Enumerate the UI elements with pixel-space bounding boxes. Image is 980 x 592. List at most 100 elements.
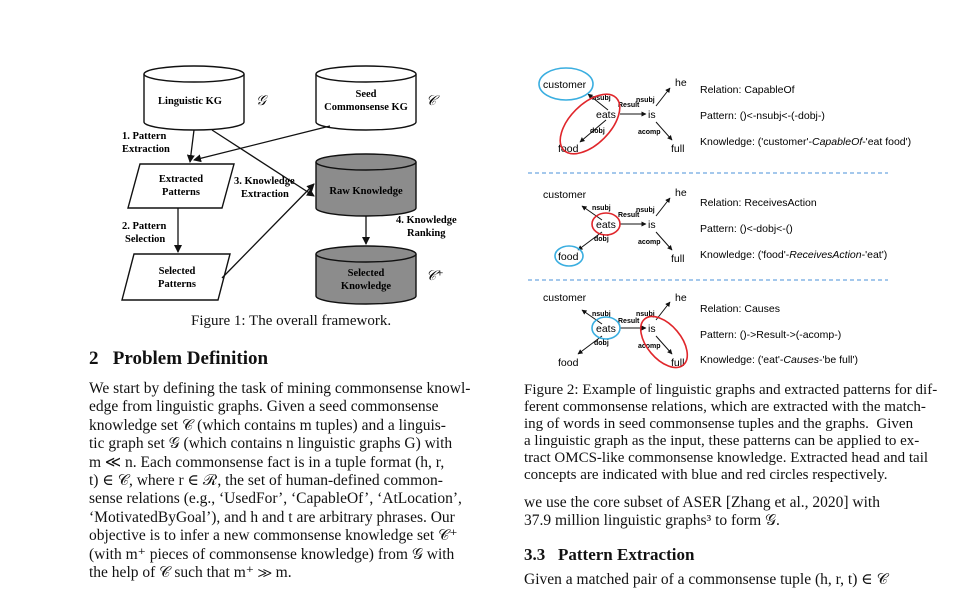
section2-line: We start by defining the task of mining … bbox=[89, 380, 471, 397]
linguistic-kg-symbol: 𝒢 bbox=[256, 94, 268, 109]
edge-label-nsubj: nsubj bbox=[636, 311, 655, 318]
seed-kg-symbol: 𝒞 bbox=[426, 94, 440, 109]
selected-knowledge-label-1: Selected bbox=[348, 268, 385, 279]
word-eats: eats bbox=[596, 219, 616, 231]
edge-is-full bbox=[655, 231, 673, 251]
selected-patterns-label-2: Patterns bbox=[158, 279, 196, 290]
edge-label-result: Result bbox=[618, 212, 640, 219]
seed-kg-label-1: Seed bbox=[356, 89, 377, 100]
section2-line: edge from linguistic graphs. Given a see… bbox=[89, 398, 439, 416]
raw-knowledge-cylinder bbox=[315, 153, 417, 217]
edge-is-he bbox=[655, 197, 671, 217]
edge-label-nsubj: nsubj bbox=[592, 311, 611, 318]
pattern-label: Pattern: ()<-nsubj<-(-dobj-) bbox=[700, 110, 825, 122]
edge-eats-food bbox=[577, 335, 603, 355]
knowledge-label: Knowledge: ('eat'-Causes-'be full') bbox=[700, 354, 858, 366]
edge-label-nsubj: nsubj bbox=[592, 205, 611, 212]
arrow-selected-to-raw bbox=[221, 183, 315, 279]
figure2-caption-line: a linguistic graph as the input, these p… bbox=[524, 433, 920, 449]
step1-label-2: Extraction bbox=[122, 144, 170, 155]
word-he: he bbox=[675, 292, 687, 304]
section-heading-problem-definition: 2 Problem Definition bbox=[89, 348, 269, 369]
figure2-caption-line: tract OMCS-like commonsense knowledge. E… bbox=[524, 450, 929, 466]
section2-line: t) ∈ 𝒞, where r ∈ ℛ, the set of human-de… bbox=[89, 472, 443, 490]
word-customer: customer bbox=[543, 189, 587, 201]
selected-knowledge-label-2: Knowledge bbox=[341, 281, 392, 292]
edge-label-dobj: dobj bbox=[594, 236, 609, 243]
tail-circle bbox=[559, 93, 621, 155]
word-is: is bbox=[648, 219, 656, 231]
edge-label-acomp: acomp bbox=[638, 239, 661, 246]
section2-line: (with m⁺ pieces of commonsense knowledge… bbox=[89, 545, 455, 563]
word-customer: customer bbox=[543, 79, 587, 91]
extracted-patterns-box bbox=[127, 163, 235, 209]
selected-patterns-box bbox=[121, 253, 231, 301]
head-circle bbox=[591, 316, 621, 340]
edge-eats-food bbox=[577, 231, 603, 251]
word-full: full bbox=[671, 143, 684, 155]
figure2-caption-line: ing of words in seed commonsense tuples … bbox=[524, 416, 914, 432]
step3-label-1: 3. Knowledge bbox=[234, 176, 295, 187]
head-circle bbox=[554, 245, 584, 267]
seed-kg-cylinder bbox=[315, 65, 417, 131]
step1-label-1: 1. Pattern bbox=[122, 131, 166, 142]
word-is: is bbox=[648, 109, 656, 121]
extracted-patterns-label-1: Extracted bbox=[159, 174, 203, 185]
figure2-caption-line: Figure 2: Example of linguistic graphs a… bbox=[524, 382, 938, 398]
figure2-caption-line: ferent commonsense relations, which are … bbox=[524, 399, 926, 415]
knowledge-label: Knowledge: ('food'-ReceivesAction-'eat') bbox=[700, 249, 887, 261]
edge-label-nsubj: nsubj bbox=[636, 97, 655, 104]
word-eats: eats bbox=[596, 323, 616, 335]
figure2-panel-3: customer eats food is he full nsubj Resu… bbox=[543, 292, 858, 369]
edge-label-dobj: dobj bbox=[594, 340, 609, 347]
arrow-linguistic-to-raw bbox=[211, 129, 315, 197]
word-he: he bbox=[675, 77, 687, 89]
tail-circle bbox=[591, 212, 621, 236]
right-line: 37.9 million linguistic graphs³ to form … bbox=[524, 512, 780, 530]
figure2-diagram: customer eats food is he full nsubj Resu… bbox=[528, 67, 911, 369]
edge-label-result: Result bbox=[618, 102, 640, 109]
relation-label: Relation: ReceivesAction bbox=[700, 197, 817, 209]
figure2-panel-2: customer eats food is he full nsubj Resu… bbox=[543, 187, 887, 267]
step4-label-2: Ranking bbox=[407, 228, 446, 239]
word-food: food bbox=[558, 357, 579, 369]
figure1-caption: Figure 1: The overall framework. bbox=[191, 313, 392, 329]
edge-label-acomp: acomp bbox=[638, 343, 661, 350]
right-line: Given a matched pair of a commonsense tu… bbox=[524, 571, 888, 588]
relation-label: Relation: Causes bbox=[700, 303, 780, 315]
section2-line: ‘MotivatedByGoal’), and h and t are arbi… bbox=[89, 508, 455, 526]
step2-label-1: 2. Pattern bbox=[122, 221, 166, 232]
edge-is-he bbox=[655, 87, 671, 107]
linguistic-kg-label: Linguistic KG bbox=[158, 96, 222, 107]
relation-label: Relation: CapableOf bbox=[700, 84, 795, 96]
word-customer: customer bbox=[543, 292, 587, 304]
figure2-panel-1: customer eats food is he full nsubj Resu… bbox=[538, 67, 911, 155]
edge-label-dobj: dobj bbox=[590, 128, 605, 135]
edge-label-result: Result bbox=[618, 318, 640, 325]
figure2-caption-line: concepts are indicated with blue and red… bbox=[524, 467, 888, 483]
right-line: we use the core subset of ASER [Zhang et… bbox=[524, 494, 880, 511]
edge-eats-food bbox=[579, 119, 607, 143]
word-he: he bbox=[675, 187, 687, 199]
right-column-paragraph-2: Given a matched pair of a commonsense tu… bbox=[524, 571, 934, 589]
selected-knowledge-cylinder bbox=[315, 245, 417, 305]
step4-label-1: 4. Knowledge bbox=[396, 215, 457, 226]
word-full: full bbox=[671, 253, 684, 265]
section2-line: objective is to infer a new commonsense … bbox=[89, 527, 458, 545]
right-column-paragraph: we use the core subset of ASER [Zhang et… bbox=[524, 494, 934, 531]
section2-paragraph: We start by defining the task of mining … bbox=[89, 380, 493, 582]
section2-line: sense relations (e.g., ‘UsedFor’, ‘Capab… bbox=[89, 490, 462, 508]
edge-label-acomp: acomp bbox=[638, 129, 661, 136]
raw-knowledge-label: Raw Knowledge bbox=[329, 186, 403, 197]
edge-is-full bbox=[655, 121, 673, 141]
tail-circle bbox=[639, 315, 689, 369]
selected-knowledge-symbol: 𝒞⁺ bbox=[426, 269, 444, 284]
word-food: food bbox=[558, 143, 579, 155]
step2-label-2: Selection bbox=[125, 234, 165, 245]
section2-line: tic graph set 𝒢 (which contains n lingui… bbox=[89, 435, 453, 453]
arrow-linguistic-to-extracted bbox=[186, 129, 195, 163]
edge-eats-customer bbox=[587, 93, 609, 111]
pattern-label: Pattern: ()->Result->(-acomp-) bbox=[700, 329, 841, 341]
edge-label-nsubj: nsubj bbox=[636, 207, 655, 214]
word-food: food bbox=[558, 251, 579, 263]
